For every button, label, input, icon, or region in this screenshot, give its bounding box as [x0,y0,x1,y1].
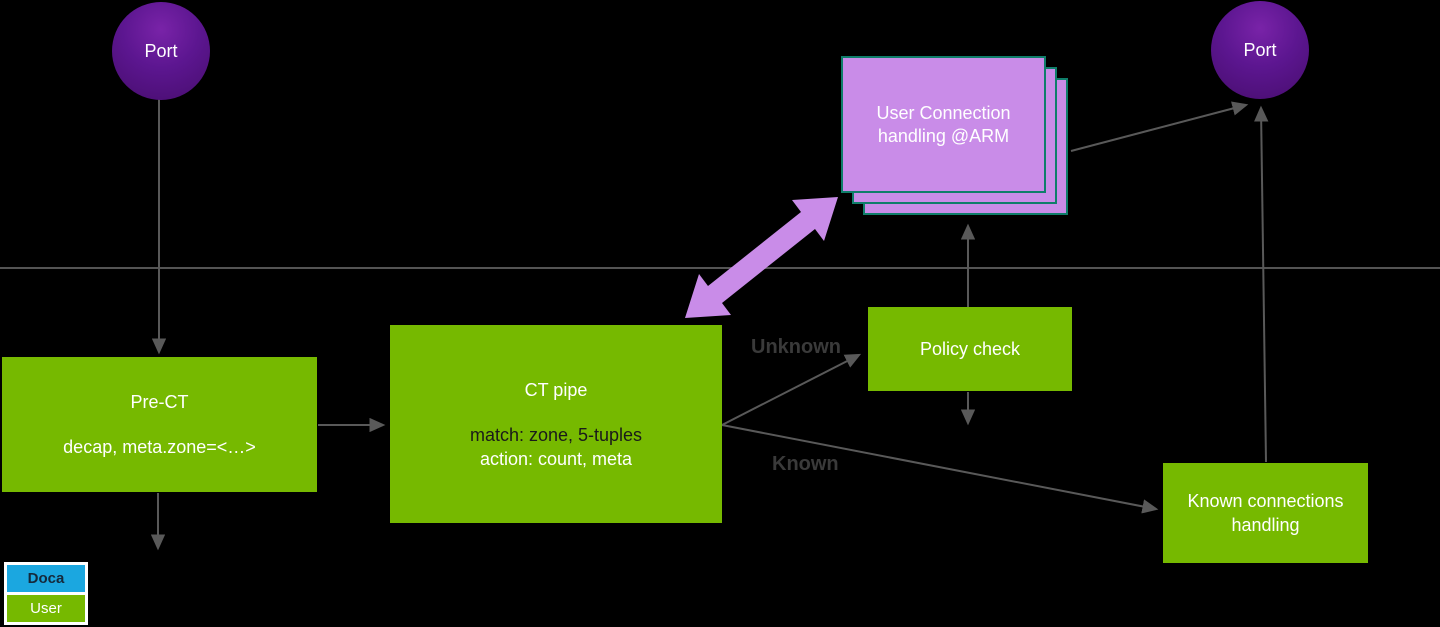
known-connections-line2: handling [1231,515,1300,535]
port-right-circle: Port [1211,1,1309,99]
user-connection-line2: handling @ARM [877,125,1010,146]
ct-pipe-action-line: action: count, meta [479,448,633,469]
legend-item-doca: Doca [7,565,85,592]
edge-userconn-to-port [1070,101,1249,152]
port-left-label: Port [144,40,178,61]
pre-ct-detail: decap, meta.zone=<…> [63,437,256,457]
edge-label-known: Known [772,453,839,475]
legend-doca-label: Doca [27,570,65,587]
legend: Doca User [4,562,88,625]
ctpipe-userconn-double-arrow [685,197,838,318]
ct-pipe-match-line: match: zone, 5-tuples [469,424,643,445]
user-connection-node: User Connection handling @ARM [841,56,1046,193]
ct-pipe-title: CT pipe [524,379,588,400]
edge-known [721,424,1159,514]
pre-ct-node: Pre-CT decap, meta.zone=<…> [2,357,317,492]
ct-pipe-node: CT pipe match: zone, 5-tuples action: co… [390,325,722,523]
known-connections-node: Known connections handling [1163,463,1368,563]
port-right-label: Port [1243,39,1277,60]
user-connection-line1: User Connection [876,102,1011,123]
policy-check-node: Policy check [868,307,1072,391]
policy-check-title: Policy check [919,339,1021,359]
known-connections-line1: Known connections [1187,491,1344,511]
port-left-circle: Port [112,2,210,100]
edge-label-unknown: Unknown [751,336,841,358]
legend-item-user: User [7,595,85,622]
legend-user-label: User [30,600,62,617]
pre-ct-title: Pre-CT [130,392,189,412]
edge-knownconn-to-port [1253,105,1269,463]
edge-unknown [721,353,862,426]
